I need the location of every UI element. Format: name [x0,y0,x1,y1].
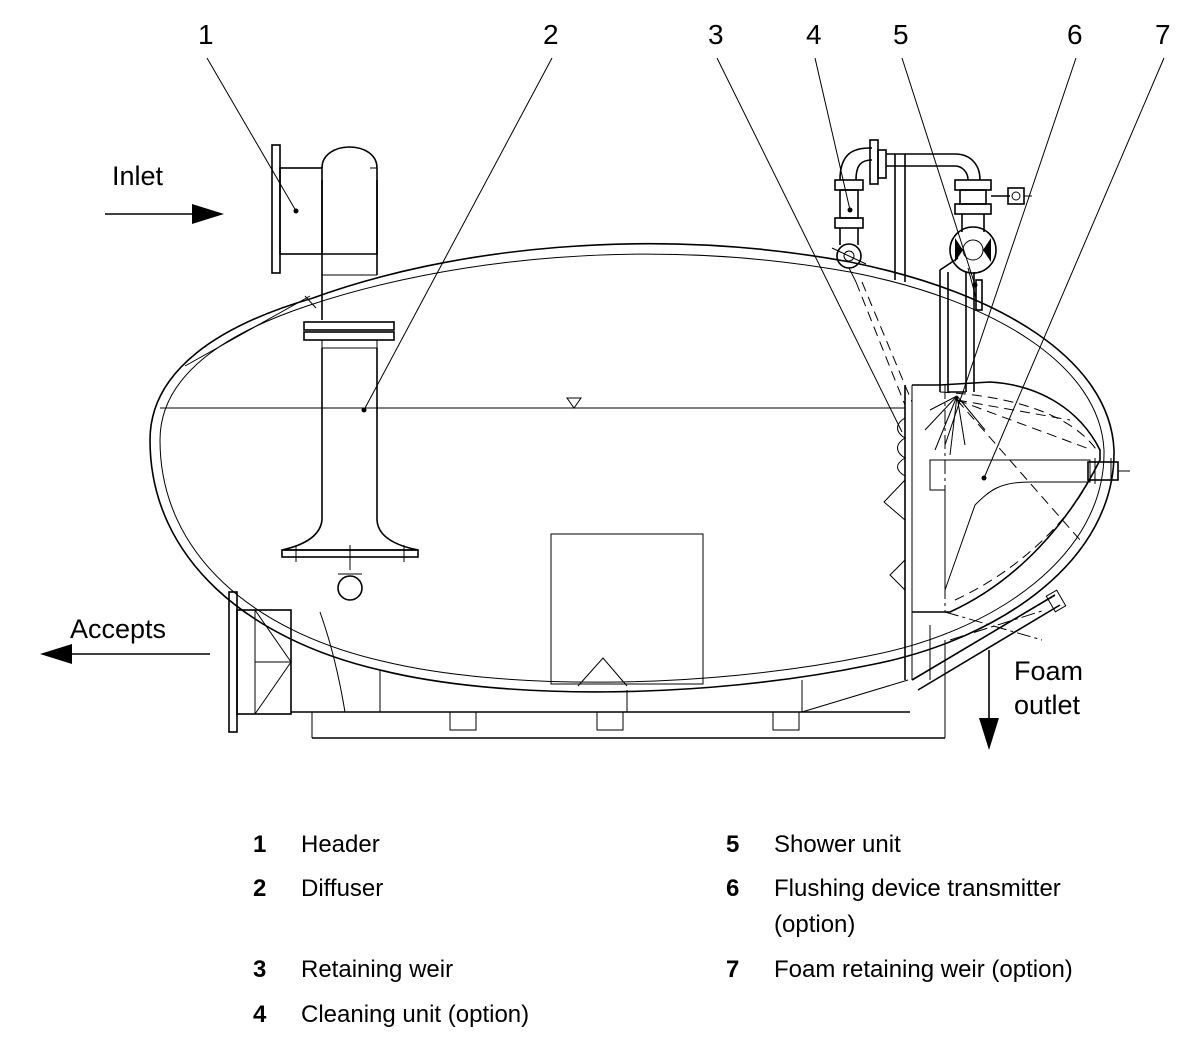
legend-text: Header [301,831,380,858]
shell-plate-top [184,295,311,367]
legend-number: 7 [726,956,740,983]
legend-number: 2 [253,875,267,902]
leader-dot-4 [847,207,853,213]
accepts-label: Accepts [70,614,166,644]
base-skid [291,679,946,739]
callout-3: 3 [708,19,724,50]
foam-outlet-label-line2: outlet [1014,690,1081,720]
leader-line-3 [716,57,903,433]
legend-number: 6 [726,875,740,902]
legend-number: 3 [253,956,267,983]
leader-line-6 [944,57,1077,446]
leader-lines [206,57,1165,481]
legend-text: Shower unit [774,831,901,858]
callout-4: 4 [806,19,822,50]
header-inlet-pipe [271,144,378,320]
deaeration-tank-diagram: 1 2 3 4 5 6 7 Inlet Accepts Foam outlet [40,19,1171,750]
spray-pattern [924,395,986,456]
tank-shell [149,242,1115,693]
foam-retaining-weir [912,381,1130,613]
inner-structure [379,533,803,712]
leader-line-1 [206,57,297,212]
liquid-level [160,397,905,409]
accepts-outlet-nozzle [228,591,346,733]
leader-line-7 [983,57,1165,479]
callout-5: 5 [893,19,909,50]
accepts-arrow [40,644,210,664]
leader-line-2 [363,57,553,411]
legend-text: Cleaning unit (option) [301,1001,530,1028]
callout-7: 7 [1155,19,1171,50]
leader-dot-2 [361,407,367,413]
foam-outlet-label-line1: Foam [1014,656,1083,686]
callout-1: 1 [198,19,214,50]
legend-text: Flushing device transmitter [774,875,1061,902]
leader-line-4 [814,57,851,211]
callout-2: 2 [543,19,559,50]
legend-number: 5 [726,831,740,858]
inlet-arrow [105,204,224,224]
legend-number: 1 [253,831,267,858]
legend-number: 4 [253,1001,267,1028]
inlet-label: Inlet [112,161,164,191]
callout-6: 6 [1067,19,1083,50]
cleaning-unit [831,139,913,406]
legend-text-continued: (option) [774,911,856,938]
leader-dot-7 [981,475,987,481]
foam-outlet-duct [911,589,1067,691]
legend-text: Foam retaining weir (option) [774,956,1073,983]
leader-dot-1 [293,208,299,214]
diffuser [281,321,419,601]
foam-outlet-arrow [979,650,999,750]
legend-text: Retaining weir [301,956,454,983]
leader-line-5 [901,57,976,286]
shower-unit [905,153,1093,541]
legend-text: Diffuser [301,875,384,902]
retaining-weir [883,385,913,680]
